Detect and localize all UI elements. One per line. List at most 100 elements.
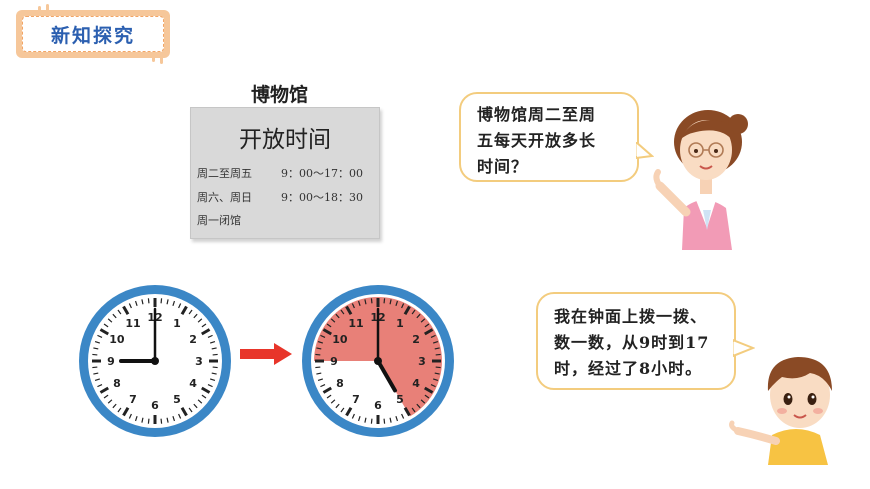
- minute-tick: [395, 415, 399, 422]
- hour-tick: [322, 328, 332, 336]
- minute-tick: [147, 298, 150, 304]
- minute-tick: [128, 303, 132, 309]
- clock-number: 6: [151, 399, 159, 412]
- minute-tick: [117, 309, 122, 315]
- clock-number: 7: [129, 393, 137, 406]
- hour-tick: [345, 407, 353, 417]
- hour-tick: [424, 328, 434, 336]
- minute-tick: [330, 399, 336, 404]
- minute-tick: [330, 318, 336, 323]
- minute-tick: [112, 313, 117, 319]
- right-arrow-icon: [240, 343, 292, 365]
- minute-tick: [166, 299, 169, 305]
- hour-tick: [201, 328, 211, 336]
- minute-tick: [212, 366, 218, 369]
- hour-tick: [180, 305, 188, 315]
- minute-tick: [103, 323, 109, 328]
- minute-tick: [117, 407, 122, 413]
- clock-number: 8: [336, 377, 344, 390]
- clock-number: 3: [195, 355, 203, 368]
- minute-tick: [326, 323, 332, 328]
- minute-tick: [389, 417, 392, 423]
- minute-tick: [424, 394, 430, 399]
- minute-tick: [207, 334, 213, 338]
- minute-tick: [211, 372, 217, 375]
- hour-tick: [180, 407, 188, 417]
- minute-tick: [212, 353, 218, 356]
- minute-tick: [411, 407, 416, 413]
- row-hours: 9：00～18：30: [281, 191, 363, 204]
- clock-center: [151, 357, 159, 365]
- bubble-line: 五每天开放多长: [477, 131, 597, 150]
- start-clock: 121234567891011: [79, 285, 231, 437]
- minute-tick: [94, 378, 101, 382]
- minute-tick: [193, 313, 198, 319]
- minute-tick: [94, 340, 101, 344]
- badge-decoration: [160, 54, 163, 64]
- clock-number: 6: [374, 399, 382, 412]
- row-days: 周六、周日: [197, 191, 252, 204]
- minute-tick: [370, 418, 373, 424]
- section-title: 新知探究: [22, 16, 164, 52]
- minute-tick: [364, 417, 367, 423]
- minute-tick: [430, 334, 436, 338]
- clock-number: 8: [113, 377, 121, 390]
- clock-number: 3: [418, 355, 426, 368]
- hour-tick: [201, 386, 211, 394]
- minute-tick: [416, 403, 421, 409]
- minute-tick: [389, 299, 392, 305]
- clock-number: 11: [348, 317, 363, 330]
- minute-tick: [201, 323, 207, 328]
- minute-tick: [209, 340, 216, 344]
- minute-tick: [317, 378, 324, 382]
- minute-tick: [188, 309, 193, 315]
- minute-tick: [432, 340, 439, 344]
- minute-tick: [178, 413, 182, 419]
- minute-tick: [209, 378, 216, 382]
- board-title: 开放时间: [239, 127, 331, 153]
- minute-tick: [178, 303, 182, 309]
- minute-tick: [197, 399, 203, 404]
- clock-number: 4: [412, 377, 420, 390]
- hour-tick: [122, 407, 130, 417]
- minute-tick: [107, 399, 113, 404]
- minute-tick: [197, 318, 203, 323]
- minute-tick: [424, 323, 430, 328]
- hours-row: 周二至周五 9：00～17：00: [197, 165, 363, 181]
- hour-tick: [403, 305, 411, 315]
- badge-decoration: [46, 4, 49, 14]
- minute-tick: [107, 318, 113, 323]
- boy-speech-bubble: 我在钟面上拨一拨、 数一数，从9时到17 时，经过了8小时。: [536, 292, 736, 390]
- minute-tick: [317, 340, 324, 344]
- minute-tick: [370, 298, 373, 304]
- hour-tick: [322, 386, 332, 394]
- hour-hand: [376, 359, 397, 393]
- hour-tick: [345, 305, 353, 315]
- hours-row: 周一闭馆: [197, 212, 241, 228]
- minute-tick: [326, 394, 332, 399]
- bubble-line: 时，经过了8小时。: [554, 359, 703, 378]
- clock-number: 7: [352, 393, 360, 406]
- minute-tick: [112, 403, 117, 409]
- clock-number: 1: [396, 317, 404, 330]
- minute-tick: [201, 394, 207, 399]
- clock-number: 2: [412, 333, 420, 346]
- minute-tick: [434, 372, 440, 375]
- minute-tick: [401, 413, 405, 419]
- minute-tick: [416, 313, 421, 319]
- minute-tick: [364, 299, 367, 305]
- minute-tick: [320, 334, 326, 338]
- minute-tick: [432, 378, 439, 382]
- clock-number: 5: [173, 393, 181, 406]
- clock-number: 10: [332, 333, 348, 346]
- minute-tick: [128, 413, 132, 419]
- minute-tick: [430, 384, 436, 388]
- minute-tick: [420, 318, 426, 323]
- row-days: 周二至周五: [197, 167, 252, 180]
- museum-title: 博物馆: [250, 84, 308, 106]
- minute-tick: [103, 394, 109, 399]
- clock-number: 1: [173, 317, 181, 330]
- minute-tick: [134, 415, 138, 422]
- minute-tick: [211, 347, 217, 350]
- minute-tick: [383, 298, 386, 304]
